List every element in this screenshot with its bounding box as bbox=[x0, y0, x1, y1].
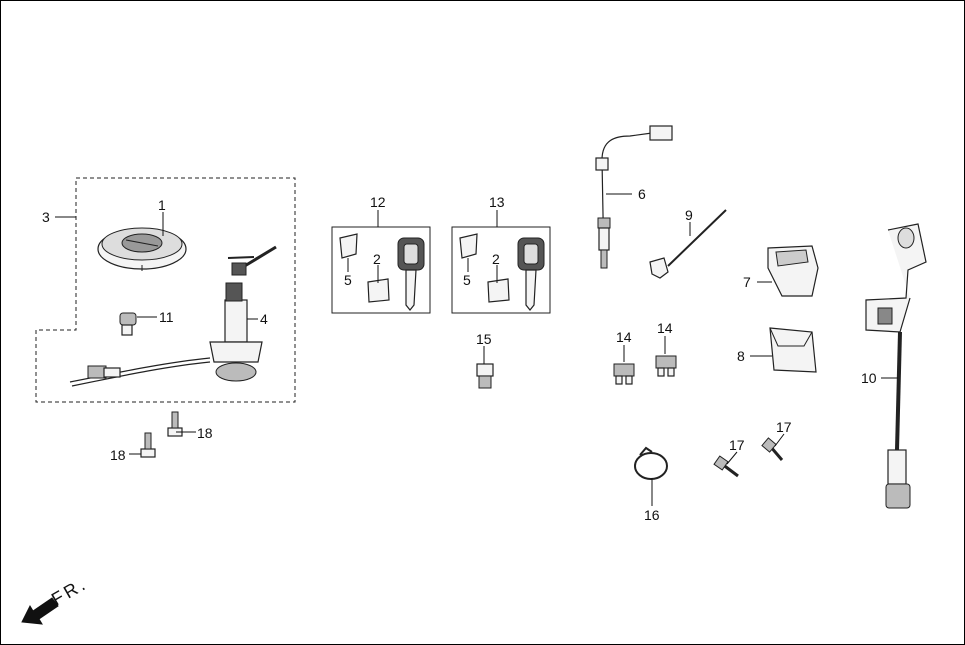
callout-12: 12 bbox=[370, 194, 386, 210]
key-set-13-box bbox=[451, 226, 551, 314]
callout-1: 1 bbox=[158, 197, 166, 213]
callout-6: 6 bbox=[638, 186, 646, 202]
nut-part bbox=[476, 363, 494, 389]
bolt-18-lower bbox=[140, 432, 156, 458]
callout-14-right: 14 bbox=[657, 320, 673, 336]
callout-14-left: 14 bbox=[616, 329, 632, 345]
callout-2-set12: 2 bbox=[373, 251, 381, 267]
callout-18-upper: 18 bbox=[197, 425, 213, 441]
fuse-14-right bbox=[655, 355, 677, 377]
sensor-cable-part bbox=[595, 125, 673, 269]
callout-11: 11 bbox=[159, 309, 174, 325]
key-set-13-parts bbox=[459, 233, 545, 311]
callout-4: 4 bbox=[260, 311, 268, 327]
callout-17-right: 17 bbox=[776, 419, 792, 435]
cable-tie-part bbox=[649, 209, 727, 279]
callout-10: 10 bbox=[861, 370, 877, 386]
callout-5-set13: 5 bbox=[463, 272, 471, 288]
callout-13: 13 bbox=[489, 194, 505, 210]
callout-17-left: 17 bbox=[729, 437, 745, 453]
screw-17-left bbox=[713, 455, 739, 478]
group-3-dashed-outline bbox=[35, 177, 296, 403]
relay-holder-part bbox=[767, 245, 819, 297]
key-set-12-parts bbox=[339, 233, 425, 311]
fuel-cap-part bbox=[97, 227, 187, 271]
brake-cable-part bbox=[865, 223, 927, 509]
callout-7: 7 bbox=[743, 274, 751, 290]
fuse-14-left bbox=[613, 363, 635, 385]
front-direction-arrow-icon bbox=[21, 597, 59, 625]
relay-cover-part bbox=[769, 327, 817, 373]
callout-3: 3 bbox=[42, 209, 50, 225]
screw-17-right bbox=[761, 437, 784, 461]
ignition-switch-part bbox=[209, 245, 277, 382]
callout-8: 8 bbox=[737, 348, 745, 364]
callout-5-set12: 5 bbox=[344, 272, 352, 288]
front-direction-label: FR. bbox=[48, 573, 91, 609]
callout-15: 15 bbox=[476, 331, 492, 347]
callout-16: 16 bbox=[644, 507, 660, 523]
callout-18-lower: 18 bbox=[110, 447, 126, 463]
key-set-12-box bbox=[331, 226, 431, 314]
callout-9: 9 bbox=[685, 207, 693, 223]
seat-lock-part bbox=[119, 312, 137, 336]
ignition-wire-harness bbox=[69, 357, 211, 387]
hose-clamp-part bbox=[634, 446, 668, 480]
leader-lines bbox=[55, 193, 898, 506]
callout-2-set13: 2 bbox=[492, 251, 500, 267]
